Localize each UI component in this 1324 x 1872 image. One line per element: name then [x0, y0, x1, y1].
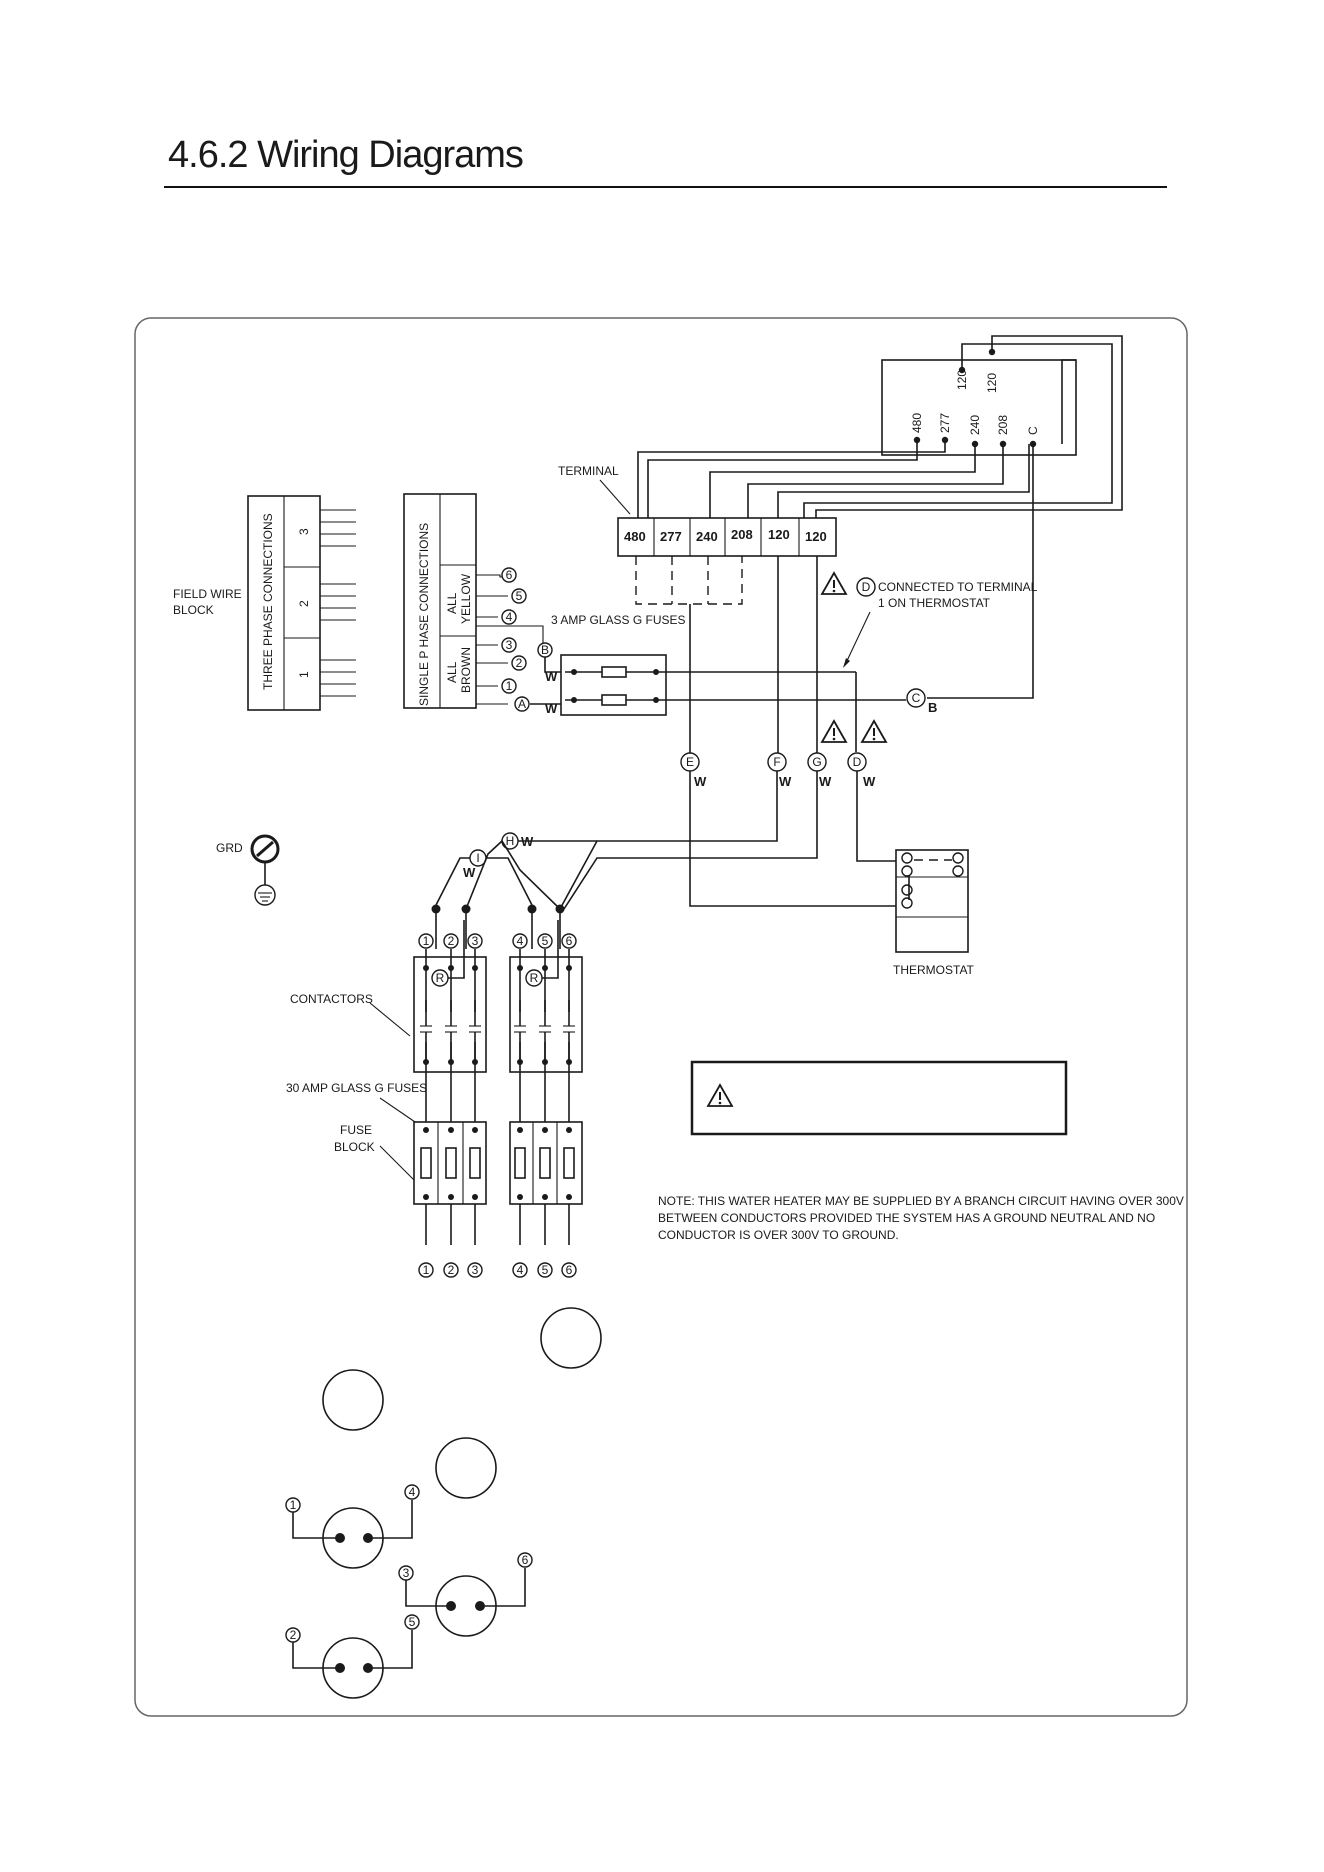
all-brown-2: BROWN: [459, 647, 473, 693]
all-yellow-2: YELLOW: [459, 573, 473, 624]
thermostat: [895, 849, 969, 953]
warning-icon: [860, 719, 888, 743]
tag-r-right: R: [530, 971, 539, 985]
contactors-label: CONTACTORS: [290, 992, 373, 1006]
w-i: W: [463, 865, 476, 880]
xfmr-c: C: [1026, 426, 1040, 435]
el-num-3: 3: [403, 1566, 410, 1580]
bt-num-5: 5: [542, 1263, 549, 1277]
fuse-block-label-1: FUSE: [340, 1123, 372, 1137]
three-phase-term-1: 1: [297, 671, 311, 678]
field-wire-block-1: FIELD WIRE: [173, 587, 242, 601]
tag-a: A: [518, 697, 526, 711]
fuses-30amp-label: 30 AMP GLASS G FUSES: [286, 1081, 427, 1095]
note-line-1: NOTE: THIS WATER HEATER MAY BE SUPPLIED …: [658, 1194, 1184, 1208]
tag-b-left: B: [541, 643, 549, 657]
bt-num-2: 2: [448, 1263, 455, 1277]
fuse-block-left: [413, 1121, 487, 1205]
three-phase-term-3: 3: [297, 528, 311, 535]
w-f: W: [779, 774, 792, 789]
terminal-208: 208: [731, 527, 753, 542]
tag-d-top: D: [862, 580, 871, 594]
single-phase-label: SINGLE P HASE CONNECTIONS: [417, 523, 431, 706]
three-phase-label: THREE PHASE CONNECTIONS: [261, 513, 275, 690]
terminal-120b: 120: [805, 529, 827, 544]
ct-num-2: 2: [448, 934, 455, 948]
title-rule: [164, 186, 1167, 188]
terminal-jumpers: [635, 556, 743, 756]
w-d: W: [863, 774, 876, 789]
fuse-block-label-2: BLOCK: [334, 1140, 375, 1154]
three-phase-term-2: 2: [297, 600, 311, 607]
sp-num-3: 3: [506, 638, 513, 652]
bt-num-3: 3: [472, 1263, 479, 1277]
tag-f: F: [773, 755, 780, 769]
el-num-1: 1: [290, 1498, 297, 1512]
tag-d-mid: D: [853, 755, 862, 769]
el-num-2: 2: [290, 1628, 297, 1642]
tag-r-left: R: [436, 971, 445, 985]
xfmr-480: 480: [910, 413, 924, 433]
sp-num-5: 5: [516, 589, 523, 603]
tag-i: I: [476, 851, 479, 865]
single-phase-block: [403, 493, 544, 709]
el-num-4: 4: [409, 1485, 416, 1499]
terminal-480: 480: [624, 529, 646, 544]
heating-elements: [292, 1307, 602, 1699]
warning-box: [690, 1060, 1068, 1136]
xfmr-240: 240: [968, 415, 982, 435]
tag-b-right: B: [928, 700, 937, 715]
sp-num-6: 6: [506, 568, 513, 582]
diagram-frame: [134, 317, 1188, 1717]
sp-num-2: 2: [516, 656, 523, 670]
warning-icon: [820, 571, 848, 595]
warning-icon: [820, 719, 848, 743]
sp-num-1: 1: [506, 679, 513, 693]
all-brown-1: ALL: [445, 661, 459, 683]
note-line-3: CONDUCTOR IS OVER 300V TO GROUND.: [658, 1228, 899, 1242]
all-yellow-1: ALL: [445, 592, 459, 614]
el-num-6: 6: [522, 1553, 529, 1567]
bt-num-1: 1: [423, 1263, 430, 1277]
sp-num-4: 4: [506, 610, 513, 624]
connected-label-2: 1 ON THERMOSTAT: [878, 596, 991, 610]
fuse-holder-3amp: [560, 654, 906, 716]
xfmr-277: 277: [938, 413, 952, 433]
contactor-right: [509, 920, 583, 1245]
tag-g: G: [812, 755, 821, 769]
terminal-label: TERMINAL: [558, 464, 619, 478]
thermostat-label: THERMOSTAT: [893, 963, 975, 977]
transformer: [637, 335, 1123, 699]
xfmr-208: 208: [996, 415, 1010, 435]
three-phase-block: [247, 495, 356, 711]
page-title: 4.6.2 Wiring Diagrams: [168, 134, 524, 176]
ct-num-6: 6: [566, 934, 573, 948]
terminal-block: [617, 517, 837, 557]
terminal-120a: 120: [768, 527, 790, 542]
fuse-block-right: [509, 1121, 583, 1205]
bt-num-6: 6: [566, 1263, 573, 1277]
bt-num-4: 4: [517, 1263, 524, 1277]
field-wire-block-2: BLOCK: [173, 603, 214, 617]
xfmr-top-120a: 120: [955, 370, 969, 390]
w-g: W: [819, 774, 832, 789]
ct-num-3: 3: [472, 934, 479, 948]
ct-num-5: 5: [542, 934, 549, 948]
terminal-277: 277: [660, 529, 682, 544]
note-line-2: BETWEEN CONDUCTORS PROVIDED THE SYSTEM H…: [658, 1211, 1155, 1225]
w-e: W: [694, 774, 707, 789]
grd-label: GRD: [216, 841, 243, 855]
connected-label-1: CONNECTED TO TERMINAL: [878, 580, 1038, 594]
ct-num-4: 4: [517, 934, 524, 948]
ground-icon: [250, 834, 280, 906]
xfmr-top-120b: 120: [985, 373, 999, 393]
fuses-3amp-label: 3 AMP GLASS G FUSES: [551, 613, 686, 627]
tag-c: C: [912, 691, 921, 705]
tag-e: E: [686, 755, 694, 769]
ct-num-1: 1: [423, 934, 430, 948]
terminal-240: 240: [696, 529, 718, 544]
tag-h: H: [506, 834, 515, 848]
el-num-5: 5: [409, 1615, 416, 1629]
